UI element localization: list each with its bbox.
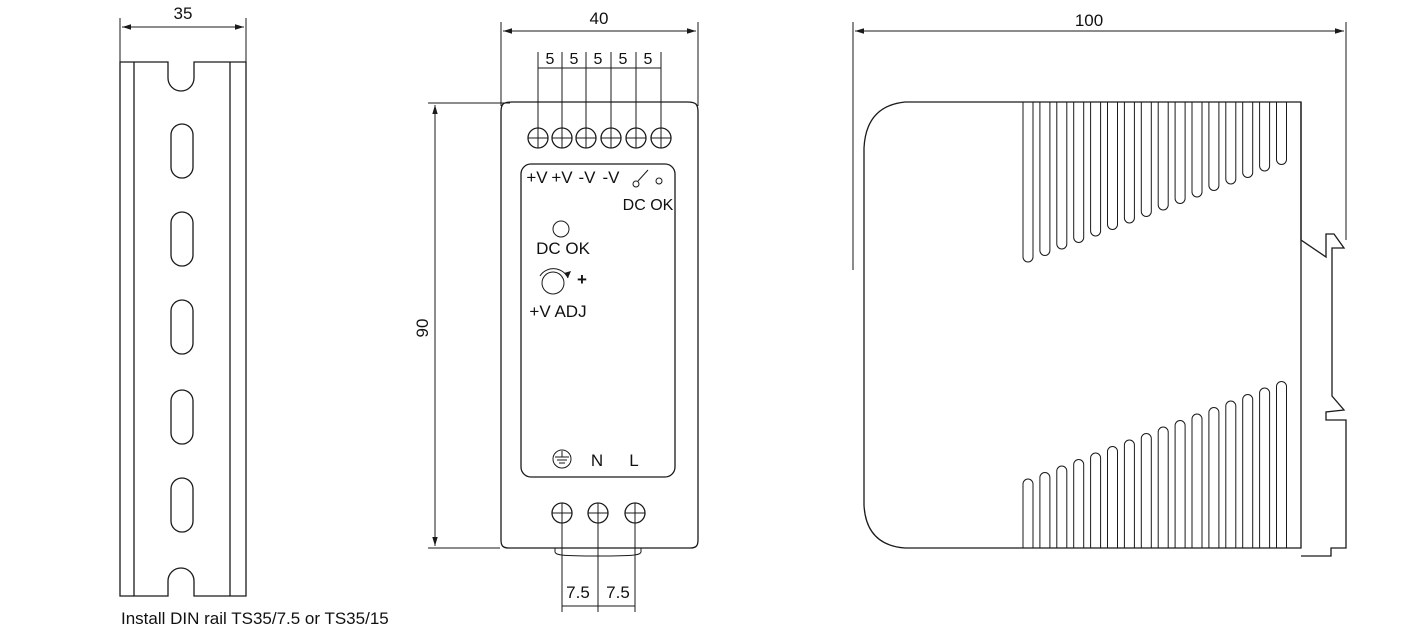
- vent-fin: [1056, 102, 1068, 250]
- rail-slot: [170, 299, 194, 355]
- front-height-label: 90: [413, 319, 432, 338]
- din-clip-profile: [1300, 102, 1347, 557]
- dc-ok-led-icon: [552, 220, 570, 238]
- input-terminal-screws: [551, 502, 646, 524]
- front-view: 40 90 5 5 5 5 5: [413, 9, 699, 612]
- vent-fin: [1056, 465, 1068, 548]
- din-rail-outline: [119, 61, 247, 597]
- vent-fin: [1073, 459, 1085, 548]
- bottom-pitch-label: 7.5: [606, 583, 630, 602]
- rail-slot: [170, 123, 194, 179]
- bottom-pitch-label: 7.5: [566, 583, 590, 602]
- vent-fin: [1259, 102, 1271, 172]
- rail-width-label: 35: [174, 4, 193, 23]
- rail-slot: [170, 211, 194, 267]
- ground-symbol-icon: [552, 449, 572, 469]
- front-width-label: 40: [590, 9, 609, 28]
- upper-vent-fins: [1022, 102, 1287, 263]
- terminal-label: +V: [526, 168, 548, 187]
- vent-fin: [1242, 394, 1254, 548]
- terminal-label: -V: [579, 168, 597, 187]
- input-label-neutral: N: [591, 451, 603, 470]
- voltage-adjust-pot-icon: [539, 268, 571, 295]
- vent-fin: [1123, 102, 1135, 224]
- rail-slot: [170, 389, 194, 445]
- pitch-label: 5: [644, 51, 653, 68]
- vent-fin: [1276, 381, 1287, 548]
- side-body-outline: [863, 101, 1302, 549]
- side-view: 100: [852, 11, 1347, 557]
- vent-fin: [1022, 478, 1034, 548]
- vent-fin: [1157, 426, 1169, 548]
- vent-fin: [1174, 102, 1186, 204]
- vent-fin: [1107, 102, 1118, 230]
- adjust-plus-label: +: [577, 270, 587, 289]
- side-width-label: 100: [1075, 11, 1103, 30]
- din-rail-view: 35 Install DIN rail TS35/7.5 or TS35/15: [119, 4, 389, 628]
- front-label-panel: [520, 163, 676, 478]
- rail-install-caption: Install DIN rail TS35/7.5 or TS35/15: [121, 609, 389, 628]
- rail-slot: [170, 477, 194, 533]
- input-label-line: L: [629, 451, 638, 470]
- vent-fin: [1039, 102, 1051, 256]
- led-dc-ok-label: DC OK: [536, 239, 591, 258]
- output-terminal-screws: [527, 127, 672, 149]
- pitch-label: 5: [594, 51, 603, 68]
- vent-fin: [1140, 102, 1152, 217]
- vent-fin: [1140, 433, 1152, 548]
- relay-dc-ok-label: DC OK: [623, 197, 674, 214]
- pitch-label: 5: [570, 51, 579, 68]
- vent-fin: [1191, 413, 1203, 548]
- vent-fin: [1191, 102, 1203, 198]
- vent-fin: [1208, 407, 1220, 548]
- vent-fin: [1276, 102, 1287, 165]
- terminal-label: +V: [551, 168, 573, 187]
- vent-fin: [1225, 102, 1237, 185]
- vent-fin: [1022, 102, 1034, 263]
- adjust-label: +V ADJ: [529, 302, 586, 321]
- vent-fin: [1073, 102, 1085, 243]
- vent-fin: [1090, 102, 1102, 237]
- pitch-label: 5: [619, 51, 628, 68]
- relay-contact-icon: [632, 169, 663, 188]
- vent-fin: [1123, 439, 1135, 548]
- vent-fin: [1090, 452, 1102, 548]
- vent-fin: [1039, 472, 1051, 548]
- vent-fin: [1174, 420, 1186, 548]
- vent-fin: [1225, 400, 1237, 548]
- vent-fin: [1242, 102, 1254, 178]
- lower-vent-fins: [1022, 381, 1287, 548]
- vent-fin: [1157, 102, 1169, 211]
- front-body-outline: [500, 101, 699, 549]
- terminal-label: -V: [603, 168, 621, 187]
- vent-fin: [1107, 446, 1118, 548]
- vent-fin: [1259, 387, 1271, 548]
- pitch-label: 5: [546, 51, 555, 68]
- vent-fin: [1208, 102, 1220, 191]
